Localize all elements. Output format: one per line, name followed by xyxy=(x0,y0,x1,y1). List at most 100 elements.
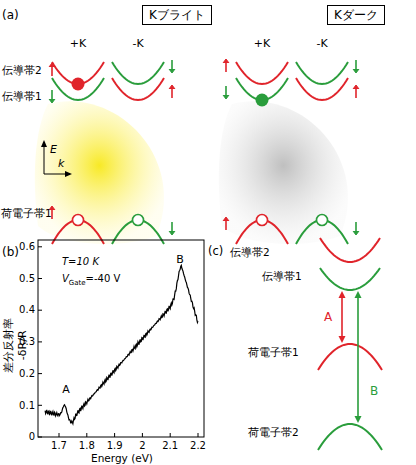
dark-exciton-cloud xyxy=(219,101,348,244)
panel-title-box: Kブライト xyxy=(142,5,212,25)
hole xyxy=(73,215,84,226)
label: A xyxy=(62,384,70,397)
spin-arrow xyxy=(225,86,227,96)
label: 1.7 xyxy=(51,440,67,452)
spin-arrow-head xyxy=(49,63,55,67)
spin-arrow xyxy=(171,88,173,98)
spin-arrow-head xyxy=(169,69,175,73)
label: +K xyxy=(70,38,86,51)
label: 0.2 xyxy=(19,368,35,380)
label: +K xyxy=(254,38,270,51)
electron xyxy=(256,94,269,107)
tick xyxy=(38,278,42,279)
spin-arrow-head xyxy=(353,69,359,73)
label: A xyxy=(324,311,332,325)
label: 1.9 xyxy=(107,440,123,452)
label: E xyxy=(50,144,57,157)
spin-arrow xyxy=(171,60,173,70)
tick xyxy=(38,405,42,406)
spectrum-curve xyxy=(45,265,198,423)
valence-band-1 xyxy=(318,344,382,370)
spin-arrow-head xyxy=(169,231,175,235)
electron xyxy=(72,78,85,91)
spin-arrow-head xyxy=(223,59,229,63)
label: (c) xyxy=(208,245,223,258)
tick xyxy=(38,373,42,374)
label: 荷電子帯1 xyxy=(1,207,52,219)
label: 荷電子帯2 xyxy=(248,426,299,438)
tick xyxy=(59,433,60,437)
arrow-head xyxy=(41,140,47,147)
spin-arrow xyxy=(355,60,357,70)
label: 2.1 xyxy=(162,440,178,452)
spin-arrow-head xyxy=(169,85,175,89)
arrow-head xyxy=(355,291,362,298)
label: B xyxy=(176,254,184,267)
label: (a) xyxy=(2,9,19,23)
spin-arrow xyxy=(51,66,53,76)
label: Energy (eV) xyxy=(91,452,153,464)
spin-arrow-head xyxy=(223,217,229,221)
label: V xyxy=(62,273,69,285)
transition-arrow xyxy=(357,296,359,418)
conduction-band-1 xyxy=(52,78,104,100)
spin-arrow xyxy=(225,62,227,72)
conduction-band-1 xyxy=(320,268,380,290)
conduction-band-1 xyxy=(112,78,164,100)
label: =-40 V xyxy=(86,273,121,285)
tick xyxy=(170,433,171,437)
label: B xyxy=(370,385,378,399)
hole xyxy=(257,215,268,226)
tick xyxy=(38,246,42,247)
conduction-band-2 xyxy=(112,62,164,84)
arrow-head xyxy=(339,291,346,298)
spin-arrow-head xyxy=(353,231,359,235)
label: 2.2 xyxy=(190,440,206,452)
spin-arrow xyxy=(225,220,227,230)
tick xyxy=(86,433,87,437)
spin-arrow xyxy=(355,88,357,98)
label: 1.8 xyxy=(79,440,95,452)
conduction-band-2 xyxy=(296,62,348,84)
label: 伝導帯2 xyxy=(2,64,42,76)
conduction-band-2 xyxy=(320,238,380,262)
arrow-head xyxy=(355,416,362,423)
plot-frame xyxy=(38,240,204,437)
spin-arrow-head xyxy=(49,99,55,103)
label: k xyxy=(58,158,64,171)
label: (b) xyxy=(2,246,19,260)
tick xyxy=(142,433,143,437)
label: 伝導帯1 xyxy=(2,90,42,102)
spin-arrow-head xyxy=(223,95,229,99)
spin-arrow-head xyxy=(353,85,359,89)
hole xyxy=(133,215,144,226)
panel-title-box: Kダーク xyxy=(327,5,385,25)
hole xyxy=(317,215,328,226)
label: 0.4 xyxy=(19,304,35,316)
conduction-band-1 xyxy=(296,78,348,100)
tick xyxy=(38,437,42,438)
label: 伝導帯2 xyxy=(230,246,270,258)
label: 0 xyxy=(29,431,35,443)
spin-arrow xyxy=(51,90,53,100)
arrow-head xyxy=(339,336,346,343)
label: 2 xyxy=(139,440,145,452)
label: 荷電子帯1 xyxy=(248,346,299,358)
tick xyxy=(114,433,115,437)
tick xyxy=(198,433,199,437)
tick xyxy=(38,341,42,342)
label: Gate xyxy=(69,279,86,287)
spin-arrow xyxy=(355,222,357,232)
label: 0.3 xyxy=(19,336,35,348)
panel-title: Kブライト xyxy=(149,8,205,22)
spin-arrow xyxy=(171,222,173,232)
label: 0.5 xyxy=(19,273,35,285)
tick xyxy=(38,310,42,311)
label: 伝導帯1 xyxy=(262,270,302,282)
label: -K xyxy=(132,38,143,51)
transition-arrow xyxy=(341,296,343,338)
label: 差分反射率 xyxy=(3,317,16,372)
bright-exciton-cloud xyxy=(35,101,164,244)
axis-arrows xyxy=(44,142,70,174)
valence-band-2 xyxy=(318,424,382,450)
